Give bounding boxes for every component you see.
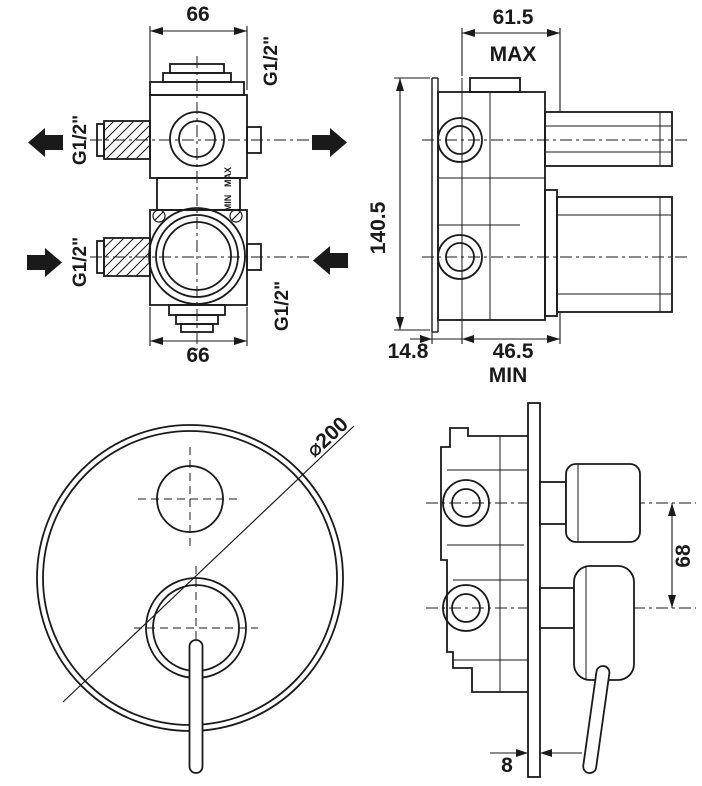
- side-centerlines: [422, 139, 690, 258]
- flow-arrow-bottom-right-icon: [313, 246, 348, 275]
- thread-label-bottom-right: G1/2": [272, 281, 293, 331]
- front-dimension-arrowheads: [150, 27, 247, 345]
- installed-body: [440, 427, 528, 693]
- diverter-knob: [156, 465, 224, 533]
- front-centerlines: [90, 56, 312, 350]
- dim-depth-max-label: 61.5: [493, 6, 534, 29]
- dim-height-label: 140.5: [367, 201, 390, 254]
- installed-labels: 68 8: [501, 544, 695, 777]
- dim-width-bottom-label: 66: [186, 344, 209, 367]
- side-dimensions: [394, 28, 561, 344]
- installed-centerlines: [426, 502, 696, 609]
- flow-arrow-bottom-left-icon: [27, 248, 62, 277]
- installed-knobs: [539, 463, 641, 774]
- mixer-handle-lever: [188, 639, 204, 774]
- flow-direction-arrows: [27, 128, 348, 277]
- installed-side-view: 68 8: [426, 402, 696, 778]
- dim-body-depth-label: 46.5: [493, 340, 534, 363]
- installed-dimension-arrowheads: [516, 503, 676, 757]
- thread-label-bottom-left: G1/2": [70, 237, 91, 287]
- thread-label-top-right: G1/2": [261, 36, 282, 86]
- dim-plate-thickness-label: 8: [501, 754, 513, 777]
- dim-handle-spacing-label: 68: [672, 544, 695, 568]
- side-view: 61.5 MAX 140.5 14.8 46.5 MIN: [367, 6, 690, 387]
- side-wall-plane: [431, 77, 463, 333]
- dim-diameter-label: ⌀200: [302, 413, 353, 462]
- front-body: [96, 63, 262, 333]
- flow-arrow-top-right-icon: [312, 128, 347, 157]
- flow-arrow-top-left-icon: [28, 128, 63, 157]
- side-dimension-arrowheads: [396, 29, 560, 343]
- plate-view: ⌀200: [36, 413, 355, 774]
- temp-min-label: MIN: [223, 195, 233, 212]
- front-dimensions: [149, 26, 248, 346]
- thread-label-top-left: G1/2": [70, 115, 91, 165]
- temp-max-label: MAX: [223, 167, 233, 187]
- side-labels: 61.5 MAX 140.5 14.8 46.5 MIN: [367, 6, 536, 387]
- front-view: 66 66 G1/2" G1/2" G1/2" G1/2" MAX MIN: [27, 3, 348, 367]
- front-labels: 66 66 G1/2" G1/2" G1/2" G1/2" MAX MIN: [70, 3, 293, 367]
- min-label: MIN: [489, 364, 528, 387]
- front-screws: [152, 209, 243, 223]
- wall-plate: [527, 402, 541, 778]
- mixer-lever-side: [582, 665, 611, 774]
- side-body-details: [438, 92, 672, 320]
- installed-body-details: [447, 436, 528, 692]
- dim-width-top-label: 66: [186, 3, 209, 26]
- dim-wall-min-label: 14.8: [388, 340, 429, 363]
- front-pipe-hatching: [103, 120, 151, 277]
- side-body: [437, 77, 673, 321]
- max-label: MAX: [490, 43, 537, 66]
- plate-crosshairs: [134, 447, 258, 704]
- diameter-leader-line: [62, 425, 355, 703]
